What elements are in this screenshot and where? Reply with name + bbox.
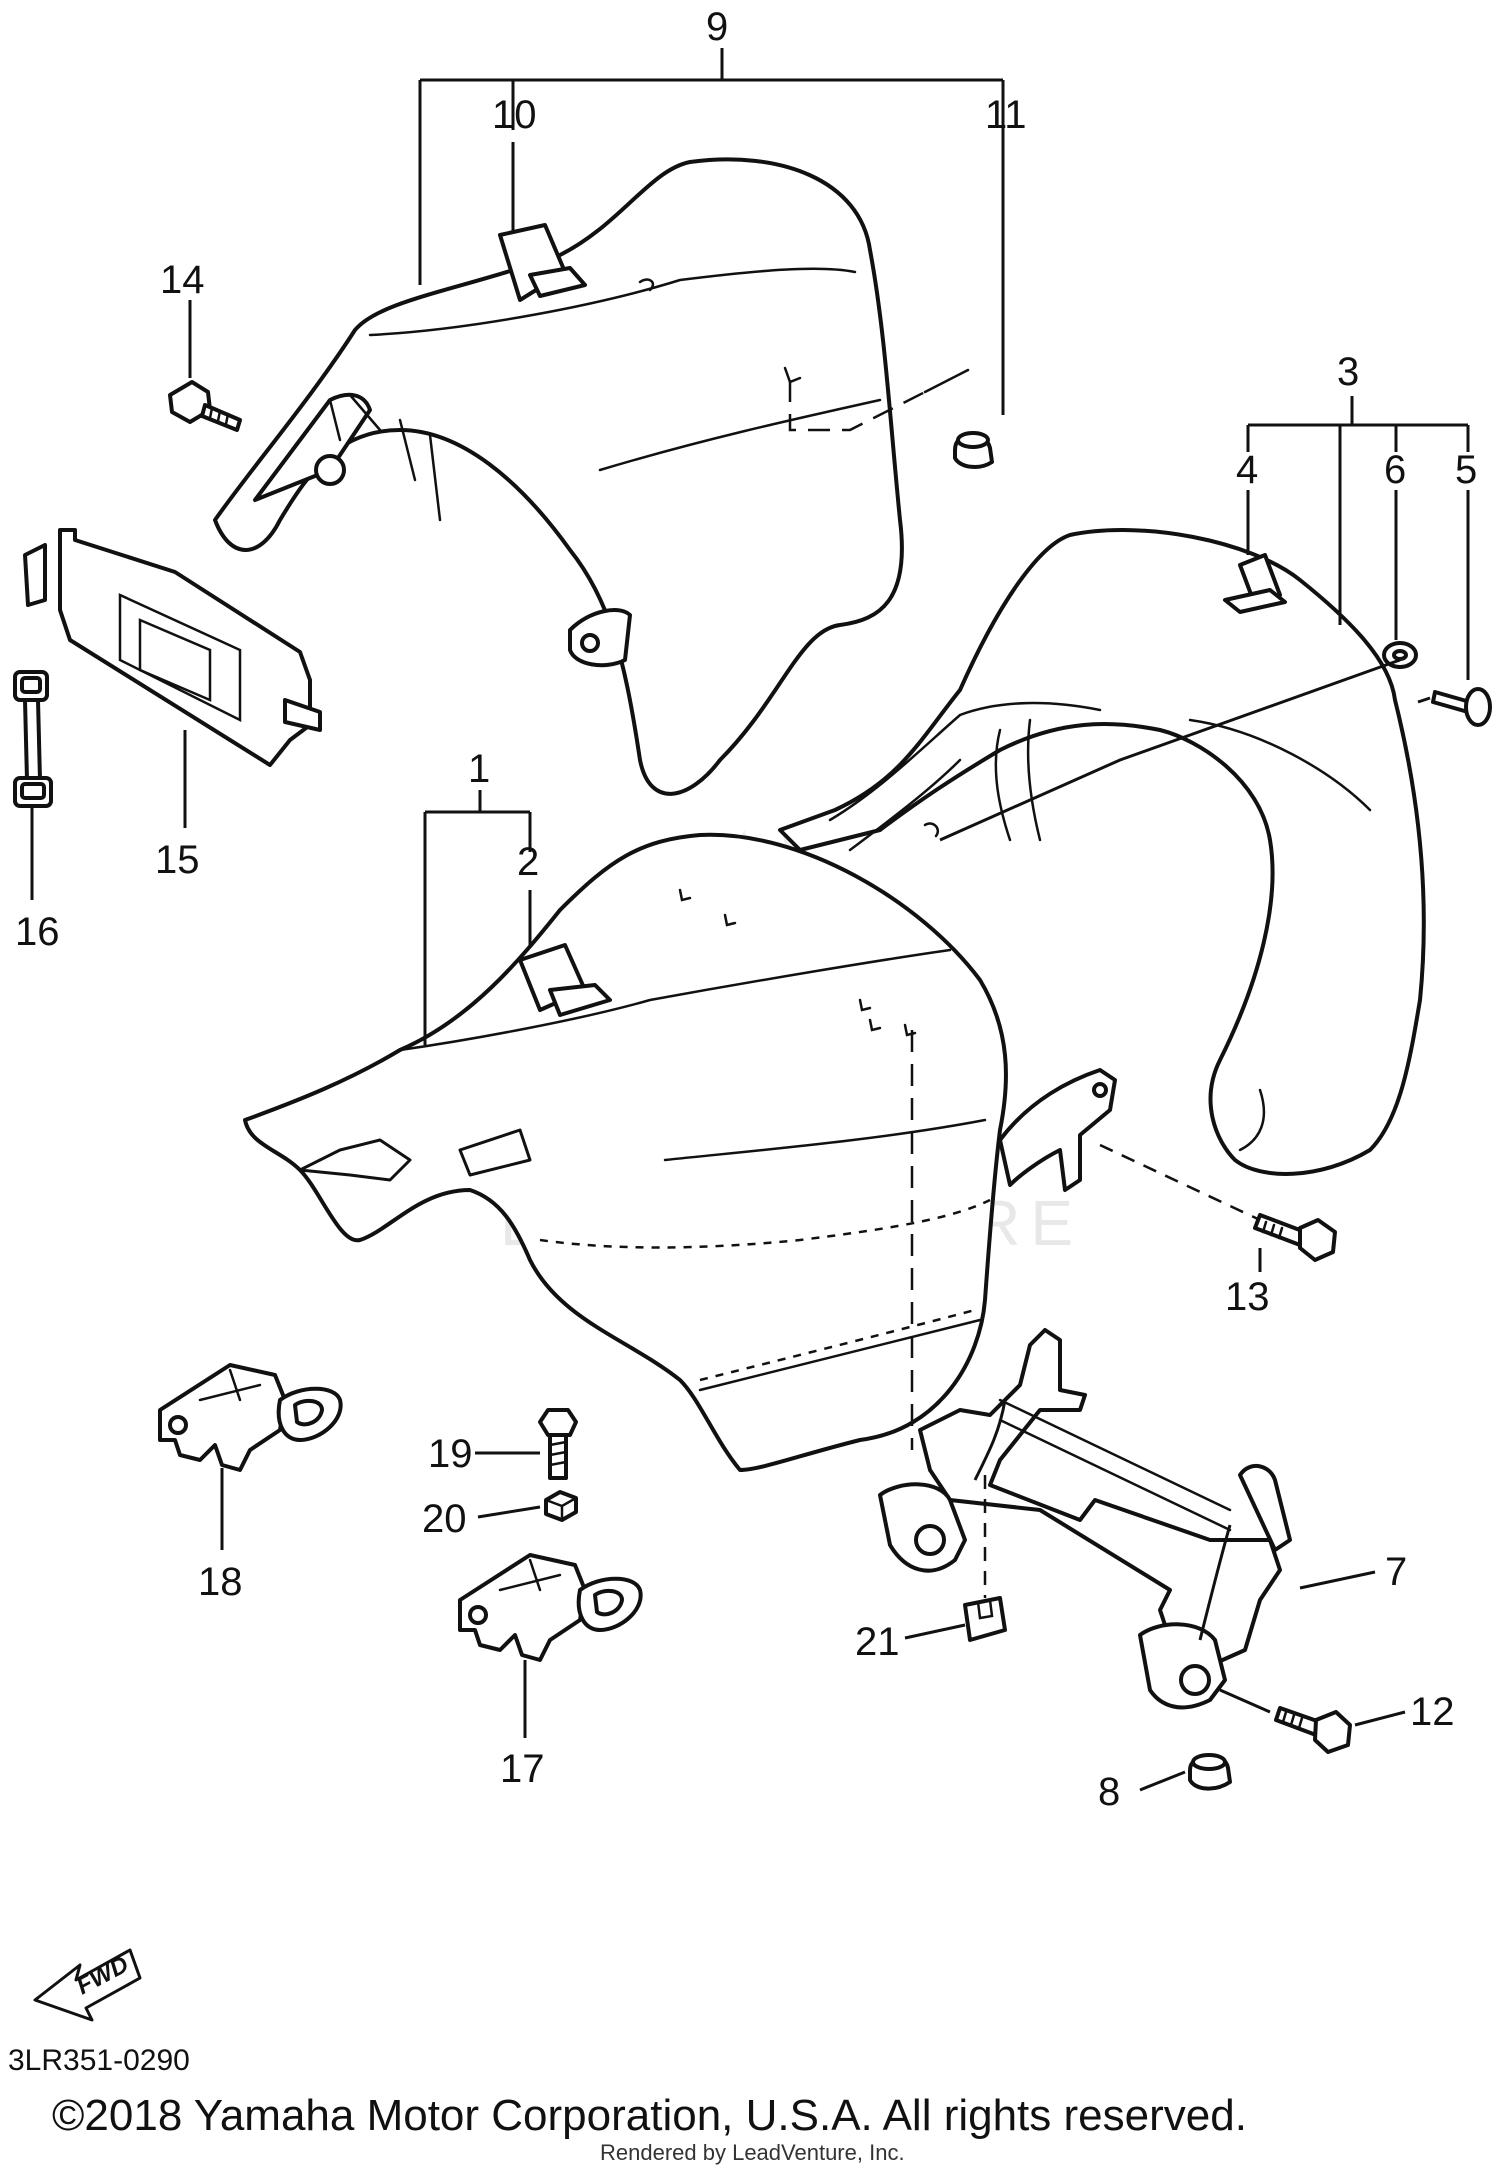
callout-17: 17	[500, 1747, 545, 1791]
callout-21: 21	[855, 1620, 900, 1664]
callout-labels: 9 10 11 14 3 4 6 5 15 16 1 2 13 19 20 7 …	[15, 5, 1477, 1814]
callout-9: 9	[706, 5, 728, 49]
callout-1: 1	[468, 747, 490, 791]
bolt-14	[168, 380, 242, 432]
callout-15: 15	[155, 838, 200, 882]
clip-21	[963, 1475, 1007, 1642]
rear-seat-9	[213, 157, 994, 796]
fwd-arrow: FWD	[33, 1948, 142, 2022]
callout-11: 11	[985, 93, 1027, 137]
diagram-code: 3LR351-0290	[8, 2044, 190, 2077]
leader-lines	[30, 48, 1470, 1792]
callout-8: 8	[1098, 1770, 1120, 1814]
bolt-19	[538, 1408, 578, 1480]
nut-20	[544, 1490, 578, 1522]
callout-10: 10	[492, 93, 537, 137]
callout-13: 13	[1225, 1275, 1270, 1319]
strap-16	[13, 670, 53, 808]
callout-18: 18	[198, 1560, 243, 1604]
nut-8	[1188, 1753, 1232, 1791]
callout-19: 19	[428, 1432, 473, 1476]
callout-2: 2	[517, 840, 539, 884]
callout-6: 6	[1384, 448, 1406, 492]
copyright-notice: ©2018 Yamaha Motor Corporation, U.S.A. A…	[52, 2091, 1247, 2140]
bolt-12	[1219, 1688, 1352, 1754]
seat-frame-7	[878, 1328, 1292, 1710]
callout-20: 20	[422, 1497, 467, 1541]
backrest-3	[778, 528, 1492, 1176]
bracket-15	[23, 528, 322, 767]
callout-14: 14	[160, 258, 205, 302]
callout-4: 4	[1236, 448, 1258, 492]
callout-16: 16	[15, 910, 60, 954]
latch-18	[158, 1363, 343, 1472]
callout-7: 7	[1385, 1550, 1407, 1594]
callout-12: 12	[1410, 1690, 1455, 1734]
bolt-13	[998, 1068, 1337, 1262]
callout-3: 3	[1337, 350, 1359, 394]
front-seat-1	[243, 832, 1008, 1472]
latch-17	[458, 1553, 643, 1662]
callout-5: 5	[1455, 448, 1477, 492]
rendered-by: Rendered by LeadVenture, Inc.	[600, 2140, 905, 2165]
